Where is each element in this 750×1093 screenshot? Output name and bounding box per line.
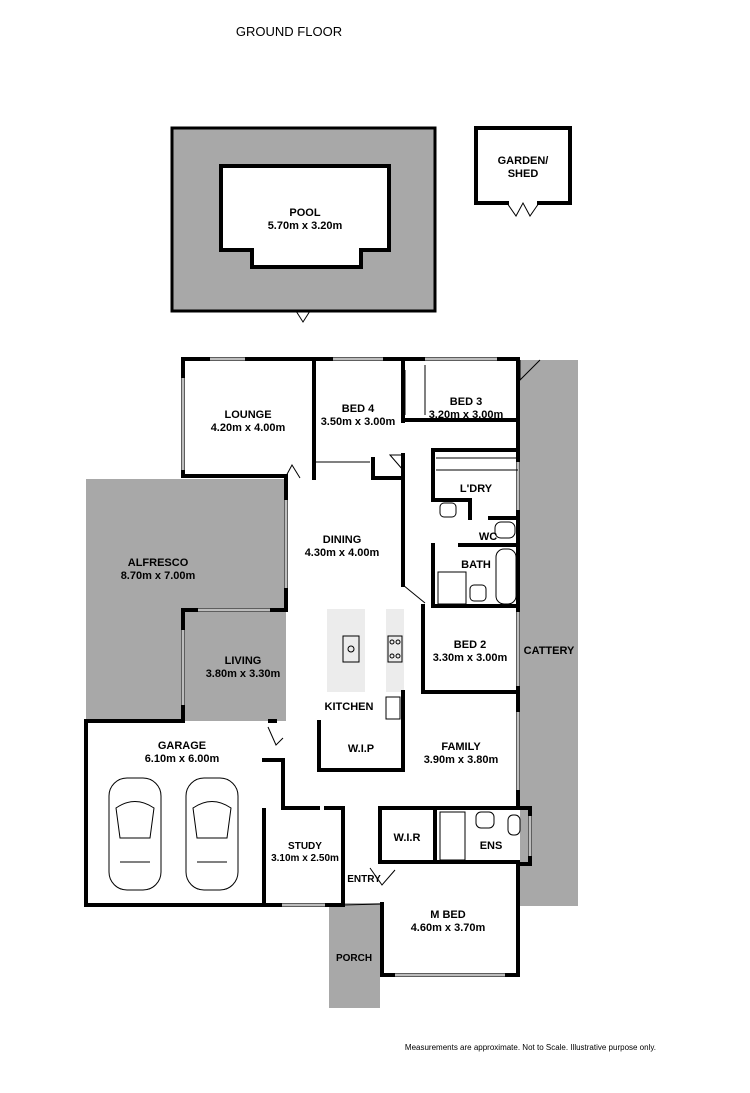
car-icon-left (108, 777, 162, 891)
shed-door-icon (506, 201, 540, 217)
living-dims: 3.80m x 3.30m (206, 668, 281, 680)
cattery-label: CATTERY (524, 645, 575, 657)
sink-icon (342, 635, 360, 663)
ensuite-toilet-icon (507, 814, 521, 836)
entry-label: ENTRY (347, 874, 381, 885)
bed2-label: BED 2 (454, 639, 486, 651)
mbed-dims: 4.60m x 3.70m (411, 922, 486, 934)
garage-dims: 6.10m x 6.00m (145, 753, 220, 765)
kitchen-label: KITCHEN (325, 701, 374, 713)
wip-wall (317, 720, 405, 772)
living-label: LIVING (225, 655, 262, 667)
study-label: STUDY (288, 841, 322, 852)
ensuite-label: ENS (480, 840, 503, 852)
sink-drain-icon (347, 645, 355, 653)
alfresco-area (86, 479, 286, 721)
pool (219, 164, 391, 269)
ensuite-shower-icon (439, 811, 466, 861)
wc-label: WC (479, 531, 497, 543)
lounge-door-icon (284, 463, 301, 479)
dining-dims: 4.30m x 4.00m (305, 547, 380, 559)
wip-label: W.I.P (348, 743, 374, 755)
bed3-label: BED 3 (450, 396, 482, 408)
mbed-label: M BED (430, 909, 466, 921)
car-icon-right (185, 777, 239, 891)
shed-label-line2: SHED (508, 168, 539, 180)
study-top-wall (262, 758, 320, 810)
garden-shed (474, 126, 572, 205)
pool-gate-icon (295, 310, 311, 323)
bed4-label: BED 4 (342, 403, 375, 415)
porch-area (329, 903, 380, 1008)
garage-label: GARAGE (158, 740, 206, 752)
garage-wall (84, 719, 264, 907)
bed4-dims: 3.50m x 3.00m (321, 416, 396, 428)
bathtub-icon (495, 548, 517, 605)
study-dims: 3.10m x 2.50m (271, 853, 339, 864)
kitchen-bench (386, 609, 404, 692)
wir-label: W.I.R (394, 832, 421, 844)
bed3-dims: 3.20m x 3.00m (429, 409, 504, 421)
bath-basin-icon (469, 584, 487, 602)
alfresco-label: ALFRESCO (128, 557, 189, 569)
lounge-dims: 4.20m x 4.00m (211, 422, 286, 434)
lounge-label: LOUNGE (224, 409, 271, 421)
disclaimer: Measurements are approximate. Not to Sca… (405, 1043, 656, 1052)
bath-label: BATH (461, 559, 491, 571)
ensuite-basin-icon (475, 811, 495, 829)
shed-label-line1: GARDEN/ (498, 155, 549, 167)
pool-dims: 5.70m x 3.20m (268, 220, 343, 232)
wc-toilet-icon (494, 521, 516, 539)
laundry-label: L'DRY (460, 483, 493, 495)
shower-icon (437, 571, 467, 605)
laundry-tub-icon (439, 502, 457, 518)
family-label: FAMILY (441, 741, 481, 753)
alfresco-dims: 8.70m x 7.00m (121, 570, 196, 582)
dining-label: DINING (323, 534, 362, 546)
porch-label: PORCH (336, 953, 372, 964)
family-dims: 3.90m x 3.80m (424, 754, 499, 766)
floor-title: GROUND FLOOR (236, 24, 342, 39)
pool-label: POOL (289, 207, 320, 219)
cooktop-icon (387, 635, 403, 663)
bed2-dims: 3.30m x 3.00m (433, 652, 508, 664)
fridge-icon (385, 696, 401, 720)
